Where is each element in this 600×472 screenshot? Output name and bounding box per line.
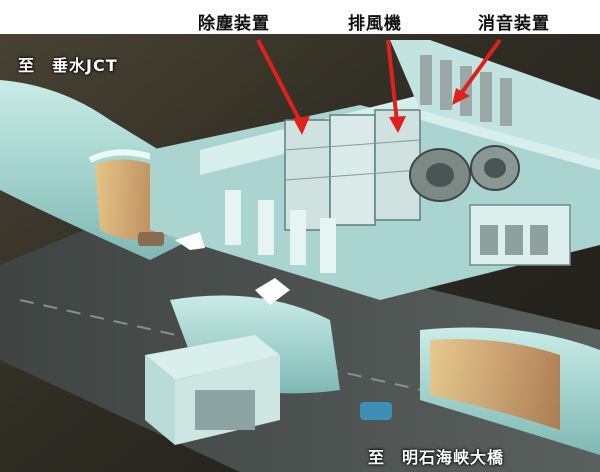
traffic-arrow-upper <box>175 232 205 250</box>
right-tunnel-interior <box>430 339 560 430</box>
equipment-rooms <box>469 204 571 266</box>
label-exhaust-fan: 排風機 <box>348 14 402 34</box>
destination-north: 至 垂水JCT <box>18 56 118 75</box>
exhaust-fans <box>409 145 520 202</box>
dust-collector-units <box>284 109 421 231</box>
pointer-arrows <box>256 38 502 135</box>
duct-walls <box>225 190 336 273</box>
top-white-band <box>0 0 600 34</box>
portal-box <box>145 335 280 445</box>
vehicle-blue <box>360 402 392 420</box>
label-dust-collector: 除塵装置 <box>198 14 270 34</box>
vehicle-red <box>138 232 164 246</box>
silencer-baffles <box>420 55 512 126</box>
traffic-arrow-lower <box>255 278 290 305</box>
destination-south: 至 明石海峡大橋 <box>368 448 505 467</box>
label-silencer: 消音装置 <box>478 14 550 34</box>
